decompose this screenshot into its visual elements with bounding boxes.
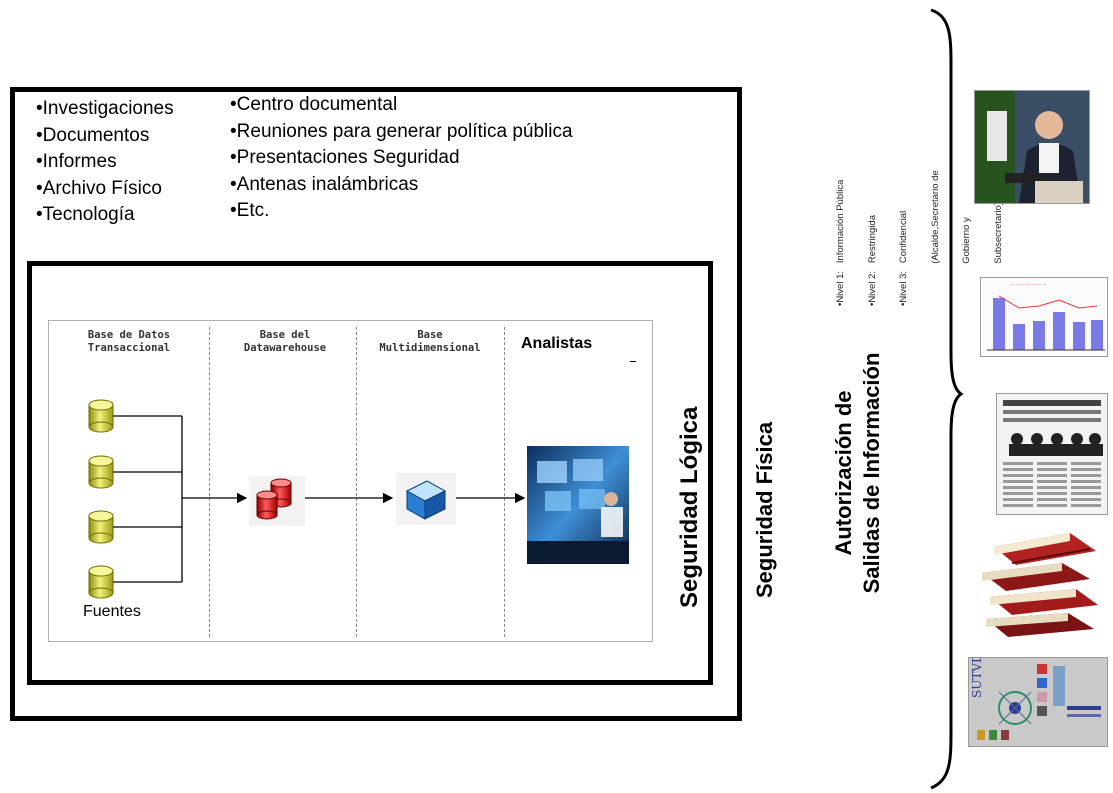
column-header-analysts: Analistas — [521, 335, 593, 352]
column-header-multidimensional: Base Multidimensional — [379, 329, 481, 354]
asset-item: Etc. — [230, 198, 573, 225]
logical-security-label: Seguridad Lógica — [676, 406, 703, 608]
svg-text:— — — — — — —: — — — — — — — — [1011, 282, 1047, 287]
column-divider — [504, 327, 505, 637]
newspaper-page — [996, 393, 1108, 515]
asset-item: Tecnología — [36, 202, 174, 229]
dash-mark — [630, 361, 636, 362]
physical-security-box — [10, 87, 742, 721]
database-icon — [88, 565, 114, 599]
curly-brace — [930, 8, 964, 790]
column-header-datawarehouse: Base del Datawarehouse — [243, 329, 327, 354]
source-connector-lines — [113, 415, 526, 583]
column-divider — [209, 327, 210, 637]
analysts-photo — [527, 446, 629, 564]
asset-item: Antenas inalámbricas — [230, 172, 573, 199]
asset-item: Investigaciones — [36, 96, 174, 123]
books-stack — [982, 533, 1098, 637]
dataflow-diagram — [88, 399, 629, 599]
asset-item: Centro documental — [230, 92, 573, 119]
database-icon — [88, 455, 114, 489]
assets-list-right: Centro documental Reuniones para generar… — [230, 92, 573, 225]
asset-item: Documentos — [36, 123, 174, 150]
database-icon — [88, 399, 114, 433]
olap-cube-icon — [396, 473, 456, 525]
asset-item: Reuniones para generar política pública — [230, 119, 573, 146]
svg-text:SUTVD: SUTVD — [970, 657, 984, 698]
asset-item: Informes — [36, 149, 174, 176]
press-conference-photo — [974, 90, 1090, 204]
dataflow-panel: Base de Datos Transaccional Base del Dat… — [48, 320, 653, 642]
asset-item: Presentaciones Seguridad — [230, 145, 573, 172]
logical-security-box — [27, 261, 713, 685]
column-header-transactional: Base de Datos Transaccional — [87, 329, 171, 354]
datawarehouse-icon — [249, 476, 305, 526]
sources-label: Fuentes — [83, 603, 141, 620]
authorization-label: Autorización de Salidas de Información — [831, 352, 884, 594]
sutvd-poster: SUTVD — [968, 657, 1108, 747]
bar-chart-report: — — — — — — — — [980, 277, 1108, 357]
asset-item: Archivo Físico — [36, 176, 174, 203]
database-icon — [88, 510, 114, 544]
column-divider — [356, 327, 357, 637]
physical-security-label: Seguridad Física — [752, 421, 777, 598]
assets-list-left: Investigaciones Documentos Informes Arch… — [36, 96, 174, 229]
